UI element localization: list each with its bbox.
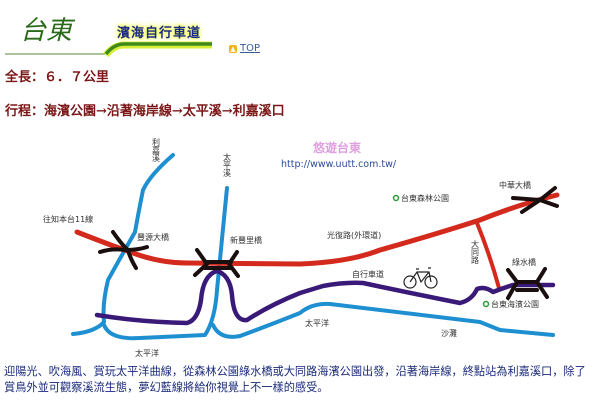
route-length: 全長：６．７公里 [5,70,110,85]
label-xinfengli-bridge: 新豐里橋 [230,235,262,245]
banner-title: 濱海自行車道 [117,26,202,41]
route-itinerary: 行程：海濱公園→沿著海岸線→太平溪→利嘉溪口 [5,104,285,119]
label-seaside-park: 台東海濱公園 [491,299,539,309]
label-lijia-river: 利嘉溪 [152,137,161,163]
label-to-zhiben: 往知本台11線 [43,214,93,224]
coast-river [102,186,229,341]
coastline [211,301,555,339]
lijia-river [71,153,175,336]
xinfengli-bridge-icon [193,248,240,278]
top-link[interactable]: ▲ TOP [229,43,260,54]
forest-park-marker-icon [392,194,400,202]
site-name: 悠遊台東 [312,140,361,155]
label-pacific-2: 太平洋 [305,318,329,328]
zhonghua-bridge-icon [511,186,559,214]
label-zhonghua-bridge: 中華大橋 [499,180,531,190]
label-lushui-bridge: 綠水橋 [512,257,536,267]
label-fengyuan-bridge: 豐源大橋 [137,232,169,242]
lushui-bridge-icon [506,267,549,300]
logo: 台東 [20,16,73,46]
datong-road [475,221,501,290]
label-pacific-1: 太平洋 [135,348,159,358]
site-url: http://www.uutt.com.tw/ [281,159,397,170]
description: 迎陽光、吹海風、賞玩太平洋曲線，從森林公園綠水橋或大同路海濱公園出發，沿著海岸線… [4,365,586,394]
bike-path [94,268,556,326]
fengyuan-bridge-icon [98,230,149,270]
arrow-up-icon: ▲ [229,44,237,53]
label-bike-path: 自行車道 [352,269,384,279]
top-link-text[interactable]: TOP [240,43,261,54]
seaside-park-marker-icon [482,300,490,308]
label-beach: 沙灘 [441,328,457,338]
label-datong-road: 大同路 [471,239,480,264]
label-forest-park: 台東森林公園 [401,193,449,203]
header-underline [5,41,212,58]
guangfu-road [74,192,560,267]
bicycle-icon [403,267,438,289]
label-guangfu-road: 光復路(外環道) [327,230,381,240]
label-taiping-river: 太平溪 [223,152,232,178]
